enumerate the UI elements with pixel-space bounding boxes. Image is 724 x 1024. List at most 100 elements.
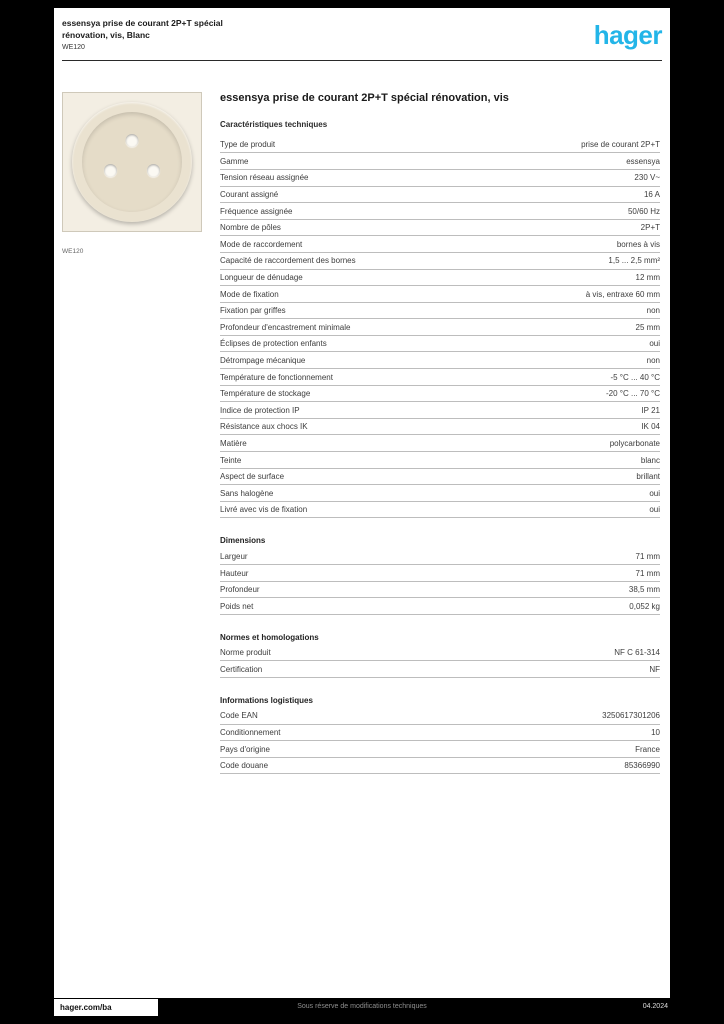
spec-value: 10 xyxy=(651,728,660,738)
spec-section-heading: Normes et homologations xyxy=(220,632,319,642)
spec-value: à vis, entraxe 60 mm xyxy=(585,289,660,299)
spec-label: Profondeur xyxy=(220,585,260,595)
spec-label: Livré avec vis de fixation xyxy=(220,505,308,515)
spec-value: IK 04 xyxy=(641,422,660,432)
spec-label: Température de stockage xyxy=(220,389,311,399)
footer-date: 04.2024 xyxy=(642,1003,668,1010)
spec-label: Tension réseau assignée xyxy=(220,173,309,183)
spec-value: essensya xyxy=(626,156,660,166)
header-title-line2: rénovation, vis, Blanc xyxy=(62,29,150,40)
spec-value: -20 °C ... 70 °C xyxy=(606,389,660,399)
spec-label: Longueur de dénudage xyxy=(220,273,303,282)
spec-value: 25 mm xyxy=(635,322,660,332)
spec-value: -5 °C ... 40 °C xyxy=(610,372,660,382)
hager-logo: hager xyxy=(593,20,663,50)
spec-label: Température de fonctionnement xyxy=(220,372,333,382)
spec-label: Détrompage mécanique xyxy=(220,355,306,365)
spec-value: oui xyxy=(649,339,660,349)
spec-value: 1,5 ... 2,5 mm² xyxy=(608,256,660,266)
spec-row: Profondeur 38,5 mm xyxy=(220,582,660,599)
spec-label: Certification xyxy=(220,664,263,674)
header-product-block: essensya prise de courant 2P+T spécial r… xyxy=(62,18,223,51)
earth-pin-hole xyxy=(125,134,139,147)
spec-section-heading: Dimensions xyxy=(220,536,266,546)
spec-section-heading: Informations logistiques xyxy=(220,695,313,705)
spec-value: 2P+T xyxy=(640,223,660,233)
spec-label: Hauteur xyxy=(220,568,249,578)
spec-row: Détrompage mécanique non xyxy=(220,352,660,370)
spec-row: Pays d'origine France xyxy=(220,741,660,758)
spec-value: 230 V~ xyxy=(634,173,660,183)
spec-value: brillant xyxy=(636,472,660,482)
spec-value: bornes à vis xyxy=(616,239,660,249)
live-contact-hole xyxy=(104,164,117,177)
spec-label: Profondeur d'encastrement minimale xyxy=(220,322,351,332)
spec-row: Code EAN 3250617301206 xyxy=(220,708,660,725)
spec-label: Résistance aux chocs IK xyxy=(220,422,308,432)
spec-label: Poids net xyxy=(220,601,254,611)
spec-value: non xyxy=(646,306,660,316)
spec-label: Code EAN xyxy=(220,711,258,721)
socket-recess xyxy=(82,112,182,212)
spec-value: oui xyxy=(649,488,660,498)
spec-row: Tension réseau assignée 230 V~ xyxy=(220,170,660,187)
spec-row: Éclipses de protection enfants oui xyxy=(220,336,660,353)
spec-label: Capacité de raccordement des bornes xyxy=(220,256,356,266)
spec-value: IP 21 xyxy=(641,405,660,415)
spec-value: 3250617301206 xyxy=(602,711,660,721)
spec-row: Profondeur d'encastrement minimale 25 mm xyxy=(220,319,660,336)
spec-label: Gamme xyxy=(220,156,249,166)
spec-label: Largeur xyxy=(220,551,248,561)
header-title-line1: essensya prise de courant 2P+T spécial xyxy=(62,18,223,28)
spec-row: Livré avec vis de fixation oui xyxy=(220,502,660,519)
neutral-contact-hole xyxy=(147,164,160,177)
footer-website-link[interactable]: hager.com/ba xyxy=(60,1003,112,1012)
spec-label: Éclipses de protection enfants xyxy=(220,339,327,349)
spec-row: Température de fonctionnement -5 °C ... 4… xyxy=(220,369,660,386)
spec-row: Capacité de raccordement des bornes 1,5 .… xyxy=(220,253,660,270)
spec-row: Largeur 71 mm xyxy=(220,548,660,565)
spec-value: blanc xyxy=(640,455,660,465)
spec-value: France xyxy=(635,744,660,754)
spec-row: Aspect de surface brillant xyxy=(220,469,660,486)
spec-column: essensya prise de courant 2P+T spécial r… xyxy=(220,92,660,775)
product-image xyxy=(62,92,202,232)
spec-value: 38,5 mm xyxy=(628,585,660,595)
spec-value: 0,052 kg xyxy=(629,601,660,611)
spec-intro-heading: Caractéristiques techniques xyxy=(220,119,328,129)
spec-label: Mode de raccordement xyxy=(220,239,303,249)
spec-row: Gamme essensya xyxy=(220,153,660,170)
spec-value: 71 mm xyxy=(635,551,660,561)
product-title: essensya prise de courant 2P+T spécial r… xyxy=(220,92,509,104)
spec-row: Conditionnement 10 xyxy=(220,725,660,742)
header-reference: WE120 xyxy=(62,43,85,51)
spec-value: oui xyxy=(649,505,660,515)
image-caption: WE120 xyxy=(62,248,84,255)
spec-label: Type de produit xyxy=(220,140,276,150)
spec-label: Courant assigné xyxy=(220,190,279,200)
spec-value: non xyxy=(646,355,660,365)
spec-value: polycarbonate xyxy=(609,438,660,448)
spec-row: Résistance aux chocs IK IK 04 xyxy=(220,419,660,436)
spec-label: Conditionnement xyxy=(220,728,281,738)
spec-label: Pays d'origine xyxy=(220,744,270,754)
footer-website-box[interactable]: hager.com/ba xyxy=(54,999,158,1016)
spec-label: Aspect de surface xyxy=(220,472,285,482)
